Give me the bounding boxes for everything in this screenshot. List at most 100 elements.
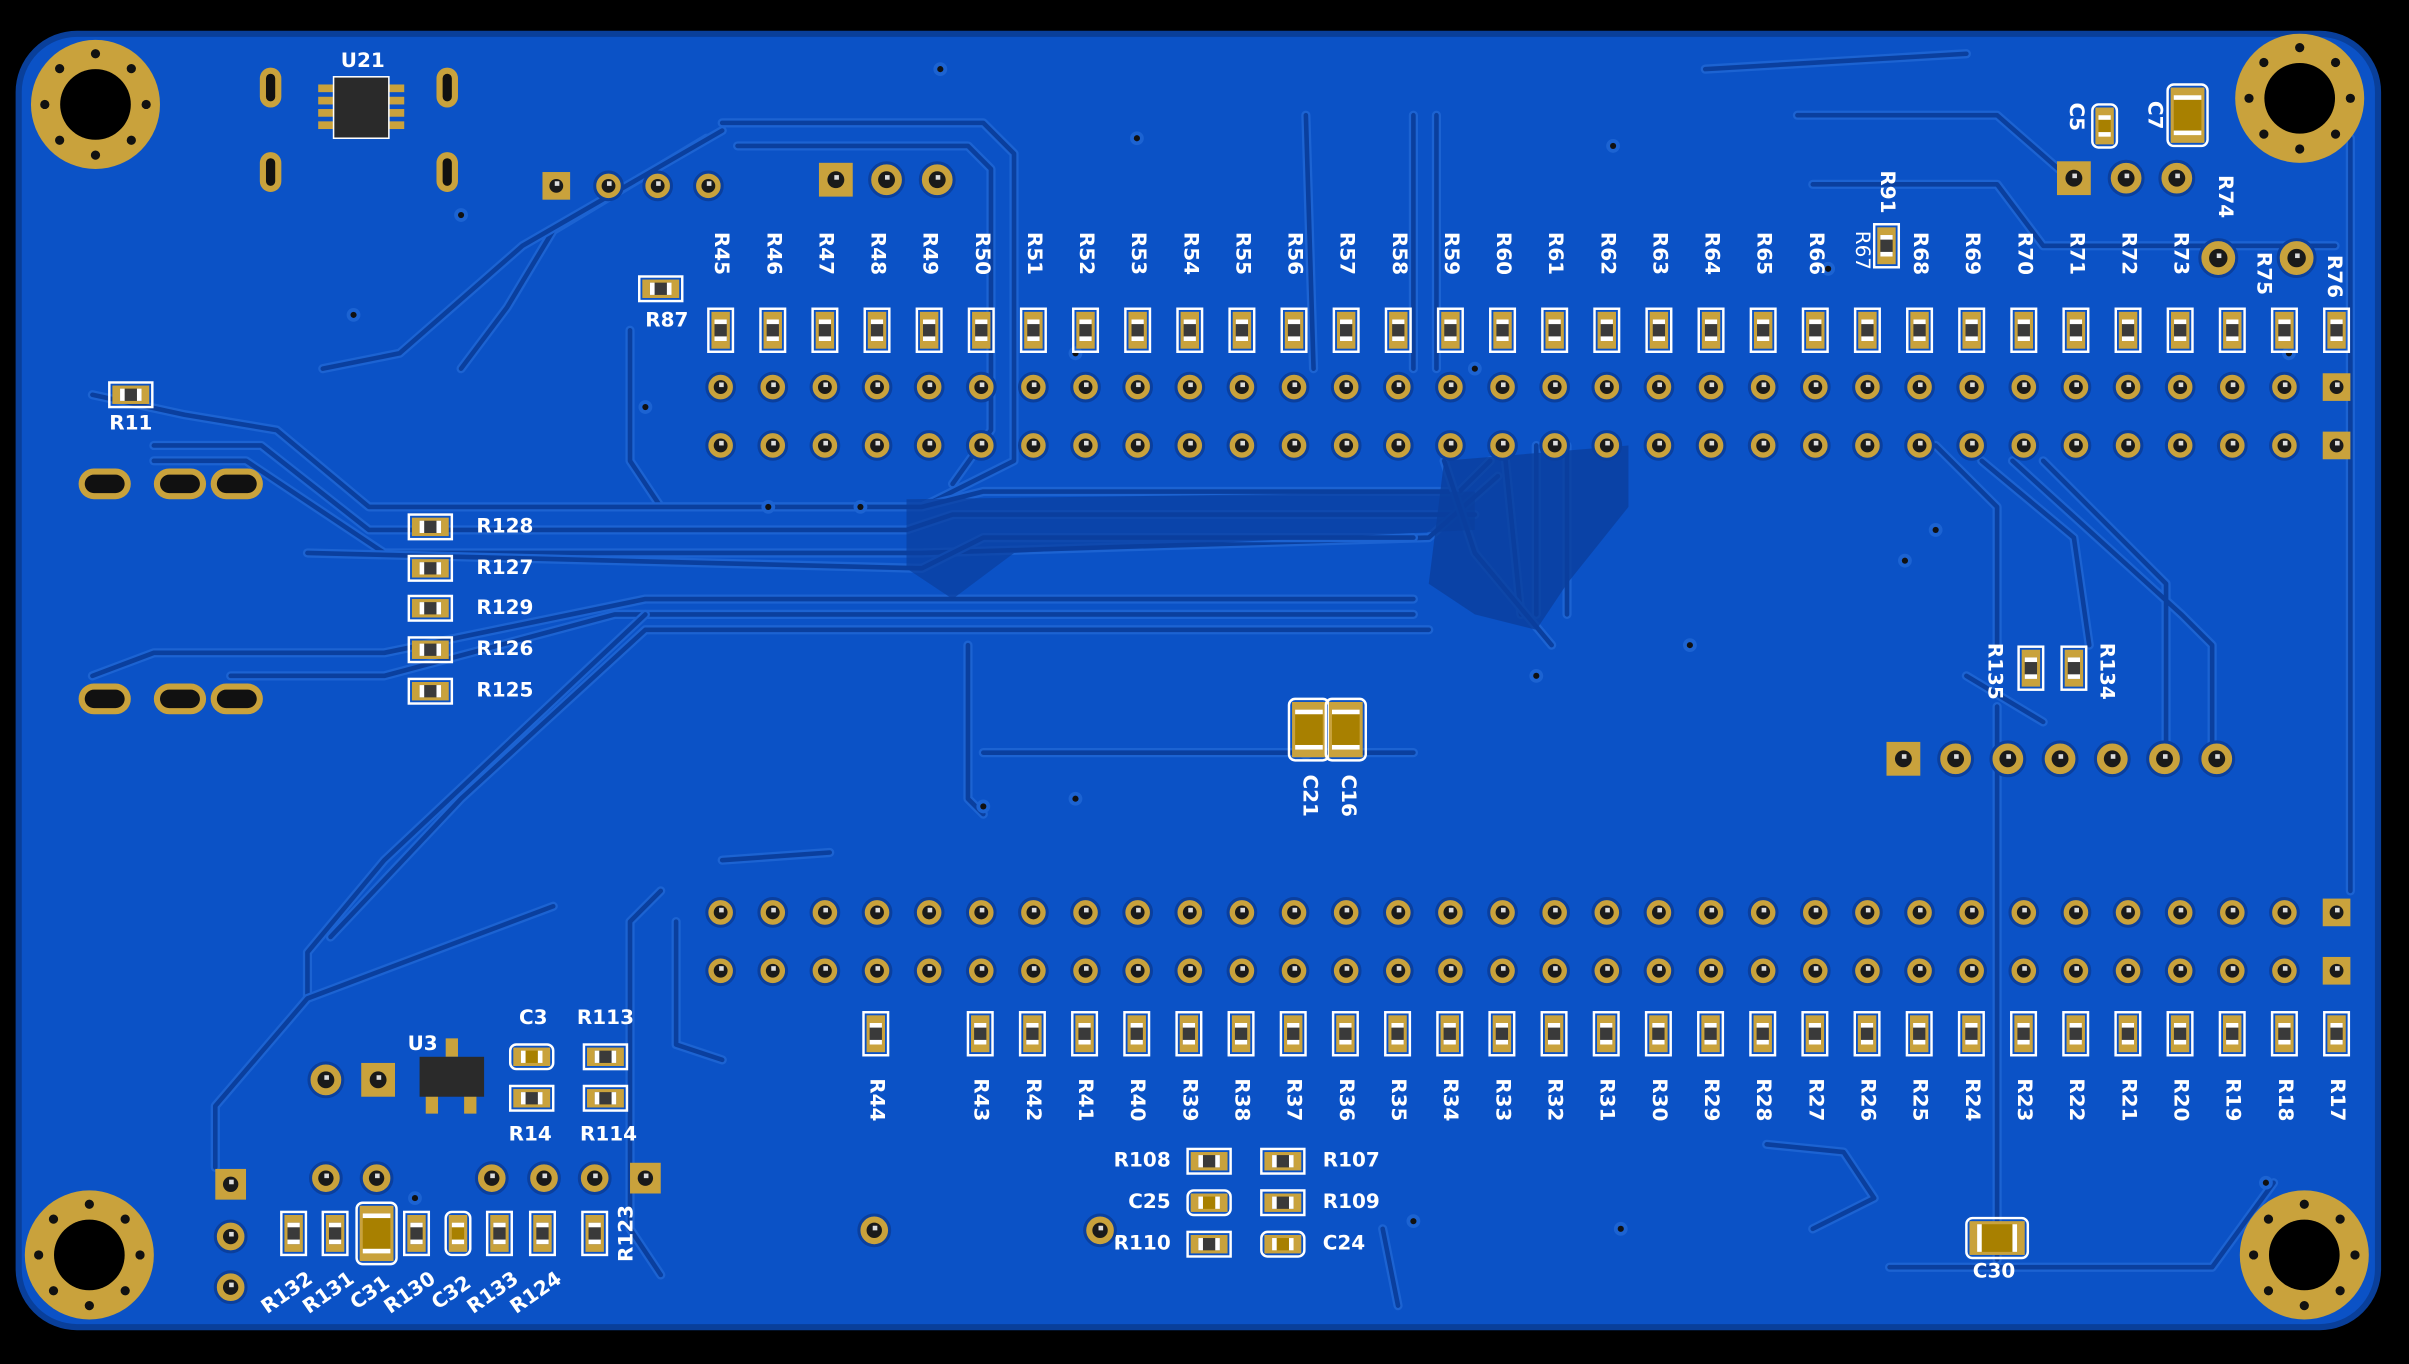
resistor-r27: [1801, 1011, 1829, 1057]
resistor-r45: [707, 307, 735, 353]
through-hole-pad: [2112, 430, 2144, 461]
silkscreen-label: R38: [1231, 1078, 1255, 1121]
through-hole-pad: [1330, 430, 1362, 461]
through-hole-pad: [1382, 430, 1414, 461]
through-hole-pad: [2164, 430, 2196, 461]
resistor-r57: [1332, 307, 1360, 353]
through-hole-pad: [2112, 955, 2144, 987]
resistor-r34: [1436, 1011, 1464, 1057]
resistor-r50: [967, 307, 995, 353]
silkscreen-label: R59: [1440, 232, 1464, 275]
through-hole-pad: [1174, 371, 1206, 403]
silkscreen-label: R24: [1961, 1078, 1985, 1121]
through-hole-pad: [1070, 955, 1101, 987]
silkscreen-label: R14: [509, 1122, 552, 1146]
silkscreen-label: R113: [577, 1005, 634, 1029]
through-hole-pad: [705, 371, 737, 403]
through-hole-pad: [705, 897, 737, 928]
resistor-r123: [581, 1210, 609, 1257]
through-hole-pad: [1539, 955, 1571, 987]
resistor-r64: [1697, 307, 1725, 353]
silkscreen-label: R73: [2170, 232, 2194, 275]
through-hole-pad: [1799, 897, 1831, 928]
resistor-r108: [1186, 1147, 1232, 1175]
silkscreen-label: R57: [1336, 232, 1360, 275]
silkscreen-label: C25: [1128, 1189, 1170, 1213]
silkscreen-label: R27: [1804, 1078, 1828, 1121]
through-hole-pad: [1226, 955, 1258, 987]
through-hole-pad: [2060, 371, 2092, 403]
square-pad: [630, 1162, 661, 1194]
silkscreen-label: R30: [1648, 1078, 1672, 1121]
through-hole-pad: [1382, 897, 1414, 928]
silkscreen-label: C5: [2065, 102, 2089, 131]
silkscreen-label: R61: [1544, 232, 1568, 275]
resistor-r32: [1540, 1011, 1568, 1057]
through-hole-pad: [1487, 955, 1518, 987]
silkscreen-label: R53: [1127, 232, 1151, 275]
silkscreen-label: R44: [865, 1078, 889, 1121]
resistor-r20: [2166, 1011, 2194, 1057]
resistor-r42: [1018, 1011, 1046, 1057]
through-hole-pad: [2158, 159, 2196, 197]
resistor-r19: [2218, 1011, 2246, 1057]
silkscreen-label: R50: [971, 232, 995, 275]
oval-pad: [436, 152, 458, 193]
mounting-hole: [30, 39, 160, 169]
through-hole-pad: [2269, 955, 2300, 987]
through-hole-pad: [2269, 430, 2300, 461]
oval-pad: [78, 468, 131, 500]
through-hole-pad: [1956, 897, 1988, 928]
capacitor-c32: [444, 1210, 472, 1257]
silkscreen-label: R51: [1023, 232, 1047, 275]
through-hole-pad: [1018, 371, 1049, 403]
through-hole-pad: [1487, 430, 1518, 461]
through-hole-pad: [2112, 897, 2144, 928]
through-hole-pad: [1382, 955, 1414, 987]
through-hole-pad: [1122, 430, 1154, 461]
mounting-hole: [24, 1190, 154, 1320]
resistor-r68: [1906, 307, 1934, 353]
resistor-r73: [2166, 307, 2194, 353]
silkscreen-label: R60: [1492, 232, 1516, 275]
silkscreen-label: R23: [2013, 1078, 2037, 1121]
through-hole-pad: [1226, 371, 1258, 403]
through-hole-pad: [1226, 897, 1258, 928]
silkscreen-label: R34: [1439, 1078, 1463, 1121]
through-hole-pad: [1904, 371, 1935, 403]
silkscreen-label: R74: [2214, 175, 2238, 218]
resistor-r59: [1436, 307, 1464, 353]
resistor-r56: [1280, 307, 1308, 353]
through-hole-pad: [577, 1161, 612, 1196]
silkscreen-label: C24: [1323, 1231, 1365, 1255]
through-hole-pad: [1904, 955, 1935, 987]
silkscreen-label: R32: [1544, 1078, 1568, 1121]
through-hole-pad: [1695, 430, 1727, 461]
through-hole-pad: [1278, 430, 1310, 461]
through-hole-pad: [308, 1161, 343, 1196]
resistor-r91: [1872, 223, 1901, 269]
resistor-r36: [1331, 1011, 1359, 1057]
silkscreen-label: R129: [476, 595, 533, 619]
resistor-r18: [2270, 1011, 2298, 1057]
through-hole-pad: [1435, 371, 1466, 403]
silkscreen-label: R42: [1022, 1078, 1046, 1121]
through-hole-pad: [1643, 897, 1675, 928]
resistor-r76: [2323, 307, 2351, 353]
resistor-r11: [108, 381, 154, 409]
through-hole-pad: [1904, 430, 1935, 461]
through-hole-pad: [2093, 740, 2131, 778]
through-hole-pad: [2198, 238, 2239, 279]
square-pad: [1886, 741, 1921, 776]
through-hole-pad: [2060, 955, 2092, 987]
resistor-r44: [862, 1011, 890, 1057]
silkscreen-label: R76: [2323, 255, 2347, 298]
resistor-r52: [1072, 307, 1100, 353]
resistor-r113: [582, 1043, 629, 1071]
resistor-r43: [966, 1011, 994, 1057]
silkscreen-label: R35: [1387, 1078, 1411, 1121]
square-pad: [542, 172, 571, 200]
through-hole-pad: [861, 897, 893, 928]
resistor-r47: [811, 307, 839, 353]
